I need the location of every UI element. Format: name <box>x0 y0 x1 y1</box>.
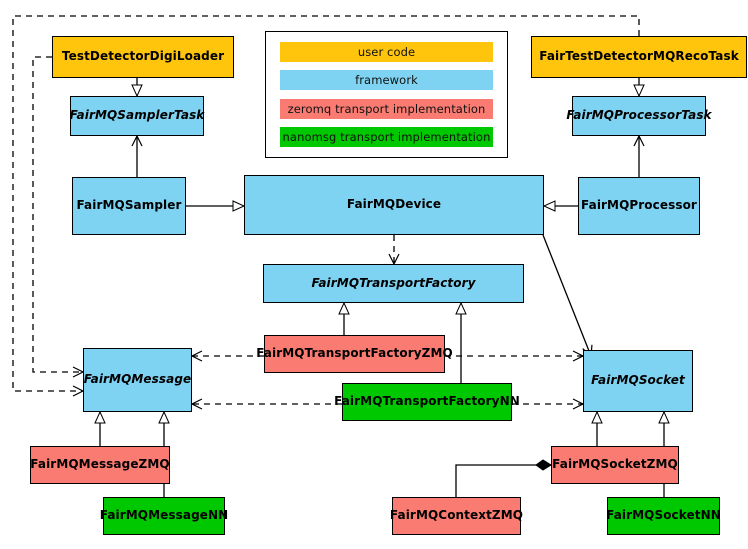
edge-device-to-socket <box>542 234 593 358</box>
class-box-testdetectordigiloader[interactable]: TestDetectorDigiLoader <box>52 36 234 78</box>
class-box-fairmqmessage[interactable]: FairMQMessage <box>83 348 192 412</box>
edge-recotask-to-message <box>12 15 640 397</box>
class-box-fairmqsocketzmq[interactable]: FairMQSocketZMQ <box>551 446 679 484</box>
legend-item-nanomsg: nanomsg transport implementation <box>280 126 493 147</box>
edge-digiloader-to-message <box>32 56 85 378</box>
class-box-fairmqsampler[interactable]: FairMQSampler <box>72 177 186 235</box>
legend-item-framework: framework <box>280 70 493 91</box>
class-box-fairmqcontextzmq[interactable]: FairMQContextZMQ <box>390 497 523 535</box>
class-box-fairmqprocessor[interactable]: FairMQProcessor <box>578 177 700 235</box>
class-box-fairmqtransportfactorynn[interactable]: FairMQTransportFactoryNN <box>334 383 520 421</box>
edge-contextzmq-to-socketzmq <box>455 459 552 497</box>
class-box-fairmqtransportfactoryzmq[interactable]: FairMQTransportFactoryZMQ <box>256 335 453 373</box>
class-box-fairtestdetectormqrecotask[interactable]: FairTestDetectorMQRecoTask <box>531 36 747 78</box>
class-box-fairmqmessagezmq[interactable]: FairMQMessageZMQ <box>30 446 170 484</box>
legend-item-zeromq: zeromq transport implementation <box>280 98 493 119</box>
class-box-fairmqmessagenn[interactable]: FairMQMessageNN <box>100 497 228 535</box>
class-box-fairmqtransportfactory[interactable]: FairMQTransportFactory <box>263 264 524 303</box>
class-box-fairmqprocessortask[interactable]: FairMQProcessorTask <box>566 96 712 136</box>
class-box-fairmqsocket[interactable]: FairMQSocket <box>583 350 693 412</box>
legend-item-user-code: user code <box>280 42 493 62</box>
legend-panel: user code framework zeromq transport imp… <box>265 31 508 158</box>
class-box-fairmqsamplertask[interactable]: FairMQSamplerTask <box>70 96 204 136</box>
class-box-fairmqdevice[interactable]: FairMQDevice <box>244 175 544 235</box>
class-box-fairmqsocketnn[interactable]: FairMQSocketNN <box>606 497 721 535</box>
